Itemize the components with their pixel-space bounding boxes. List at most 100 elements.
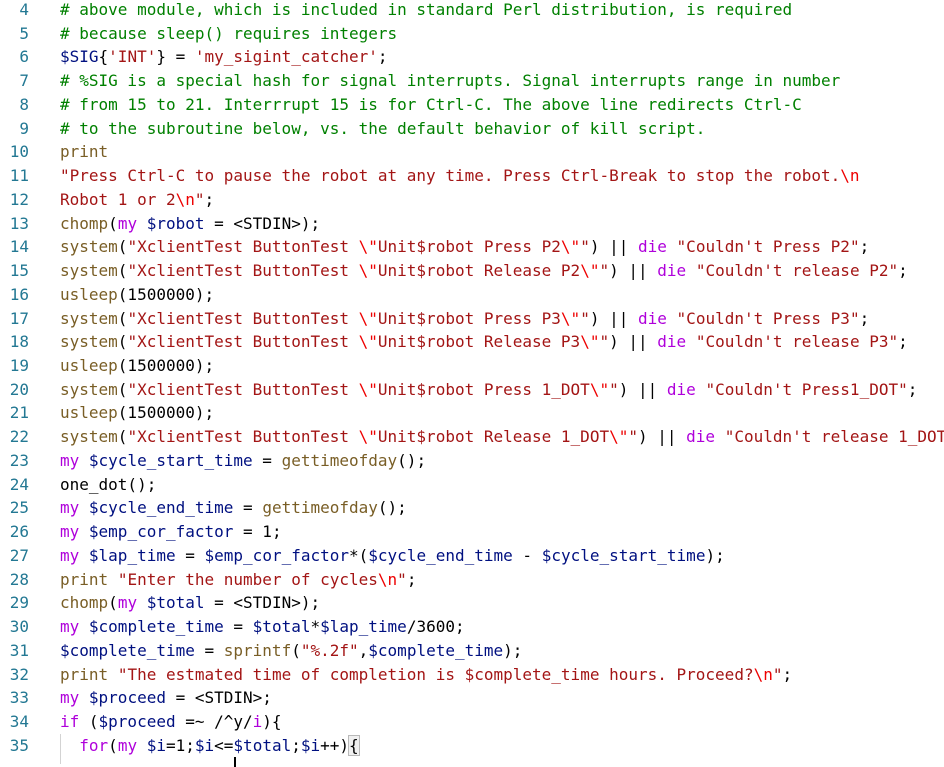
code-token: =1;	[165, 735, 195, 755]
indent-guide	[60, 734, 61, 764]
code-token: print	[60, 569, 109, 589]
code-line[interactable]: 35 for(my $i=1;$i<=$total;$i++){	[0, 734, 944, 758]
code-token: $cycle_start_time	[541, 545, 706, 565]
code-token: one_dot();	[60, 474, 157, 494]
code-token: usleep	[60, 284, 118, 304]
line-number: 14	[9, 237, 29, 257]
code-text: one_dot();	[60, 473, 156, 497]
line-number: 24	[9, 474, 29, 494]
code-token	[137, 593, 147, 612]
code-token: usleep	[60, 356, 118, 376]
code-token	[79, 451, 89, 470]
code-token: Unit$robot Press 1_DOT	[377, 379, 590, 399]
code-token: "	[580, 308, 590, 328]
code-token: \n	[175, 189, 195, 209]
code-token: my	[60, 450, 80, 470]
code-text: $SIG{'INT'} = 'my_sigint_catcher';	[60, 45, 388, 69]
code-token: (	[117, 261, 128, 281]
code-token: if	[60, 712, 80, 732]
code-token: my	[60, 545, 80, 565]
code-token: chomp	[60, 213, 109, 233]
code-token: "	[397, 569, 407, 589]
code-token: my	[60, 617, 80, 637]
code-token: $complete_time	[60, 640, 195, 660]
line-number: 18	[9, 332, 29, 352]
code-line[interactable]: 6$SIG{'INT'} = 'my_sigint_catcher';	[0, 45, 944, 69]
code-token: "Couldn't release 1_DOT	[724, 427, 944, 447]
line-number: 9	[19, 118, 29, 138]
code-token	[79, 546, 89, 565]
code-token: \"	[580, 261, 600, 281]
code-token	[79, 617, 89, 636]
code-token: "Couldn't Press P3"	[676, 308, 860, 328]
code-text: # to the subroutine below, vs. the defau…	[60, 117, 705, 141]
code-token: ();	[377, 498, 407, 518]
code-token	[79, 522, 89, 541]
code-text: chomp(my $robot = <STDIN>);	[60, 212, 320, 236]
code-line[interactable]: 11"Press Ctrl-C to pause the robot at an…	[0, 164, 944, 188]
code-line[interactable]: 7# %SIG is a special hash for signal int…	[0, 69, 944, 93]
code-line[interactable]: 5# because sleep() requires integers	[0, 22, 944, 46]
code-token: "Couldn't Press1_DOT"	[705, 379, 908, 399]
code-token: system	[60, 427, 118, 447]
code-token: ;	[898, 261, 908, 281]
code-line[interactable]: 31$complete_time = sprintf("%.2f",$compl…	[0, 639, 944, 663]
code-token: ,	[358, 640, 369, 660]
code-token: "	[772, 664, 783, 684]
code-token: gettimeofday	[281, 450, 398, 470]
code-token: Unit$robot Release P3	[377, 332, 581, 352]
code-line[interactable]: 9 # to the subroutine below, vs. the defa…	[0, 117, 944, 141]
code-token: (	[108, 213, 118, 233]
code-token: die	[686, 427, 716, 447]
code-text: system("XclientTest ButtonTest \"Unit$ro…	[60, 307, 869, 331]
code-token: my	[60, 522, 80, 542]
code-token: $SIG	[60, 47, 99, 67]
line-number: 26	[9, 522, 29, 542]
code-token: (1500000);	[117, 403, 215, 423]
code-token: "XclientTest ButtonTest	[127, 379, 359, 399]
code-line[interactable]: 24 one_dot();	[0, 473, 944, 497]
line-number: 23	[9, 450, 29, 470]
code-token: (	[108, 593, 118, 613]
code-token: system	[60, 237, 118, 257]
code-token: Unit$robot Release P2	[377, 261, 581, 281]
code-token: "	[599, 261, 610, 281]
code-text: system("XclientTest ButtonTest \"Unit$ro…	[60, 259, 908, 283]
code-token: ;	[907, 379, 918, 399]
code-text: usleep(1500000);	[60, 283, 214, 307]
code-text: usleep(1500000);	[60, 354, 214, 378]
code-token: $i	[146, 735, 166, 755]
code-token: "XclientTest ButtonTest	[127, 332, 359, 352]
code-token: {	[348, 734, 360, 756]
line-number: 33	[9, 688, 29, 708]
code-line[interactable]: 8# from 15 to 21. Interrrupt 15 is for C…	[0, 93, 944, 117]
code-token: $complete_time	[88, 617, 224, 637]
code-token: # from 15 to 21. Interrrupt 15 is for Ct…	[60, 94, 802, 114]
code-text: my $lap_time = $emp_cor_factor*($cycle_e…	[60, 544, 725, 568]
code-token: ++)	[320, 735, 350, 755]
code-line[interactable]: 4# above module, which is included in st…	[0, 0, 944, 22]
